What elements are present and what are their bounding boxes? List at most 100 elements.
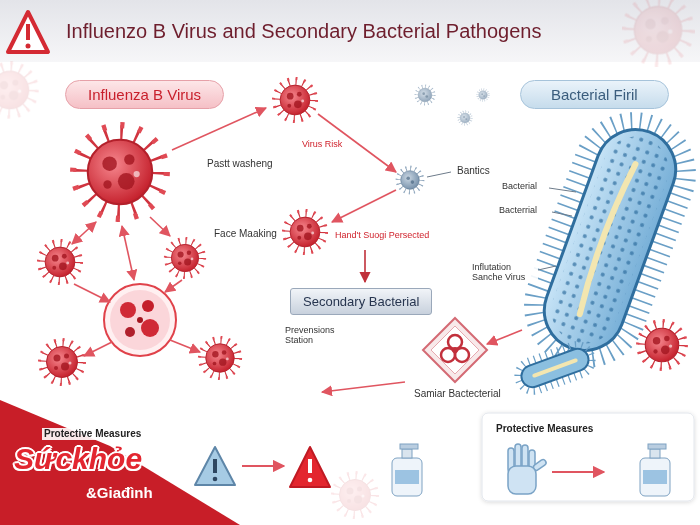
spread-arrows (364, 250, 366, 282)
biohazard-sign (423, 318, 487, 382)
panel-ground (482, 413, 694, 501)
virus-cluster (120, 302, 136, 318)
virus-cluster (125, 327, 135, 337)
biohazard-sign (452, 347, 458, 353)
warning-icon (8, 12, 48, 52)
cycle-arrows (165, 280, 182, 292)
sanitizer-bottle (402, 449, 412, 458)
sanitizer-bottle (392, 458, 422, 496)
cycle-arrows (122, 226, 134, 280)
sanitizer-bottle (640, 444, 670, 496)
part-label: Bantics (455, 165, 492, 177)
title-band (0, 0, 700, 62)
bacterium (522, 110, 698, 370)
part-label: Samiar Bactecterial (412, 388, 503, 400)
warning-red (308, 478, 313, 483)
small-bacterium (514, 341, 596, 395)
spread-arrows (318, 114, 522, 392)
virus-cluster (104, 284, 176, 356)
process-box: Secondary Bacterial (290, 288, 432, 315)
sanitizer-bottle (392, 444, 422, 496)
leader-lines (427, 172, 451, 177)
small-bacterium (514, 341, 596, 395)
warning-blue (195, 447, 235, 485)
spread-arrows (332, 190, 396, 222)
virus-cluster (141, 319, 159, 337)
virus-cluster (73, 125, 167, 219)
background-viruses (0, 63, 37, 117)
cycle-arrows (172, 108, 266, 150)
node-text: Protective Measures (496, 423, 680, 434)
warning-icon (26, 24, 30, 40)
hand-icon (508, 466, 536, 494)
arrow (552, 471, 604, 473)
part-label: Bacterrial (497, 205, 539, 215)
bacterium (576, 162, 636, 314)
spread-viruses (477, 89, 490, 102)
background-viruses (624, 0, 692, 64)
sanitizer-bottle (640, 458, 670, 496)
spread-arrows (487, 330, 522, 344)
virus-cluster (110, 290, 170, 350)
hand-icon (508, 444, 547, 494)
warning-red (290, 447, 330, 487)
virus-cluster (40, 340, 85, 385)
warning-blue (195, 447, 235, 485)
sanitizer-bottle (400, 444, 418, 449)
virus-cluster (142, 300, 154, 312)
sanitizer-bottle (648, 444, 666, 449)
section-heading: Protective Measures (42, 428, 143, 440)
spread-viruses (397, 167, 424, 194)
virus-cluster (137, 317, 143, 323)
part-label: Influtation Sanche Virus (470, 262, 538, 283)
cycle-arrows (150, 217, 170, 236)
warning-blue (213, 477, 218, 482)
measures-panel: Protective Measures (482, 413, 694, 501)
spread-arrows (322, 382, 405, 392)
virus (638, 321, 687, 370)
node-text: Bacterial Firil (551, 86, 638, 103)
leader-lines (549, 188, 576, 192)
biohazard-sign (448, 335, 462, 349)
part-label: Bacterial (500, 181, 539, 191)
risk-note: Hand't Suogi Persected (333, 230, 431, 240)
virus-cluster (199, 337, 240, 378)
diagram-title: Influenzo B Virus and Secondary Bacteria… (66, 20, 542, 43)
warning-red (308, 459, 312, 473)
brand-band (0, 400, 240, 525)
biohazard-sign (431, 326, 479, 374)
warning-red (290, 447, 330, 487)
cycle-arrows (72, 222, 96, 244)
biohazard-sign (423, 318, 487, 382)
leader-lines (538, 266, 556, 270)
warning-blue (213, 459, 217, 473)
brand-logo: Sứckhỏe (14, 442, 142, 477)
node-text: Secondary Bacterial (303, 294, 419, 309)
spread-viruses (283, 210, 326, 253)
leader-lines (552, 212, 572, 216)
warning-icon (8, 12, 48, 52)
cycle-arrows (170, 340, 200, 352)
bacterium (533, 118, 687, 361)
brand-logo: &Giađình (86, 484, 153, 501)
small-bacterium (534, 360, 575, 375)
bacteria-pill: Bacterial Firil (520, 80, 669, 109)
warning-icon (26, 44, 31, 49)
sanitizer-bottle (643, 470, 667, 484)
station-note: Prevensions Station (283, 325, 353, 346)
arrow (242, 465, 284, 467)
leader-lines (427, 172, 576, 270)
measure-note: Pastt washeng (205, 158, 275, 170)
cycle-arrows (74, 284, 110, 302)
virus-cluster (165, 238, 205, 278)
bacterium (542, 127, 678, 353)
cycle-arrows (84, 342, 112, 356)
measure-note: Face Maaking (212, 228, 279, 240)
virus-pill: Influenza B Virus (65, 80, 224, 109)
virus-cluster (38, 240, 81, 283)
bacterium (522, 110, 698, 370)
risk-note: Virus Risk (300, 139, 344, 149)
spread-viruses (273, 78, 316, 121)
small-bacterium (518, 346, 591, 391)
